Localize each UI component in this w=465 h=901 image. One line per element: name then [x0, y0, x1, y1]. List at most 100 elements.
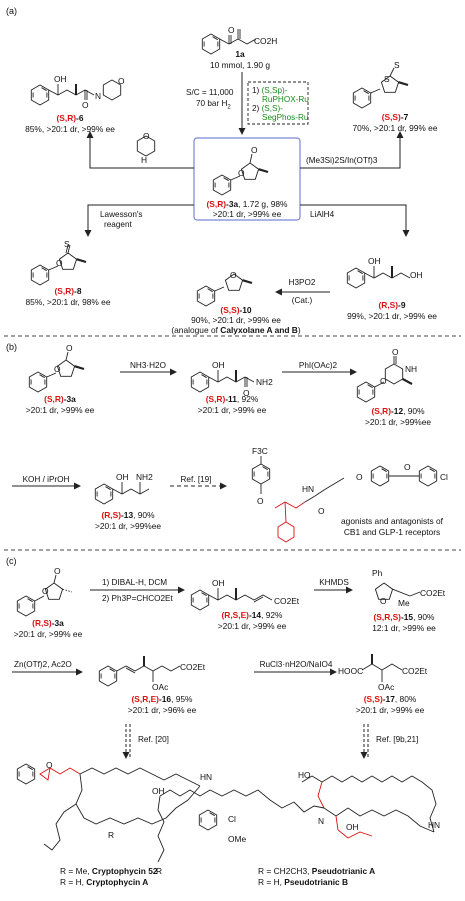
- atom-o-12: O: [380, 376, 387, 386]
- compound-13-caption: (R,S)-13, 90%: [101, 510, 155, 520]
- catalyst-2: 2) (S,S)-: [252, 104, 283, 113]
- atom-o-3a-ring: O: [238, 168, 245, 178]
- compound-1a-label: 1a: [235, 49, 245, 59]
- reagent-lawesson-2: reagent: [104, 220, 132, 229]
- atom-o-10: O: [230, 270, 237, 280]
- atom-oh-13: OH: [116, 472, 129, 482]
- atom-co2et-14: CO2Et: [274, 596, 300, 606]
- atom-oac-16: OAc: [152, 682, 169, 692]
- atom-o-target-ether: O: [356, 472, 363, 482]
- compound-16-caption: (S,R,E)-16, 95%: [131, 694, 193, 704]
- compound-14-caption: (R,S,E)-14, 92%: [221, 610, 283, 620]
- reagent-h3po2-cat: (Cat.): [291, 296, 313, 305]
- compound-8-structure: [30, 244, 87, 286]
- compound-3a-caption: (S,R)-3a, 1.72 g, 98%: [206, 199, 288, 209]
- atom-ph-15: Ph: [372, 568, 383, 578]
- atom-o-3a-b-carbonyl: O: [66, 343, 73, 353]
- atom-r-crypto: R: [108, 830, 115, 840]
- atom-o-3a-carbonyl: O: [251, 145, 258, 155]
- compound-10-yield: 90%, >20:1 dr, >99% ee: [191, 315, 281, 325]
- compound-6-structure: [30, 79, 122, 106]
- section-label-a: (a): [6, 6, 17, 16]
- atom-nh-morpholine: H: [141, 155, 148, 165]
- target-cb1-structure: [251, 456, 438, 543]
- center-product-box: [193, 137, 301, 221]
- atom-nh-12: NH: [405, 364, 418, 374]
- atom-nh-pseudo-left: N: [318, 816, 325, 826]
- atom-oh-pseudo-chain: OH: [152, 786, 165, 796]
- compound-16-structure: [98, 656, 181, 687]
- compound-3a-ratio: >20:1 dr, >99% ee: [212, 209, 282, 219]
- compound-3a-b-caption: (S,R)-3a: [44, 394, 76, 404]
- compound-8-caption: (S,R)-8: [54, 286, 82, 296]
- reagent-h3po2: H3PO2: [288, 278, 316, 287]
- atom-nh2-13: NH2: [136, 472, 153, 482]
- compound-15-structure: [374, 582, 421, 600]
- atom-oh-6: OH: [54, 74, 67, 84]
- compound-14-ratio: >20:1 dr, >99% ee: [217, 621, 287, 631]
- compound-6-yield: 85%, >20:1 dr, >99% ee: [25, 124, 115, 134]
- target-desc-2: CB1 and GLP-1 receptors: [343, 527, 441, 537]
- compound-15-ratio: 12:1 dr, >99% ee: [372, 623, 436, 633]
- compound-1a-structure: [201, 29, 257, 55]
- compound-3a-c-ratio: >20:1 dr, >99% ee: [13, 629, 83, 639]
- catalyst-2-name: SegPhos-Ru: [262, 113, 309, 122]
- compound-12-ratio: >20:1 dr, >99%ee: [364, 417, 432, 427]
- arrow-to-7: [300, 131, 404, 169]
- reagent-rucl3: RuCl3·nH2O/NaIO4: [259, 660, 333, 669]
- compound-11-ratio: >20:1 dr, >99% ee: [197, 405, 267, 415]
- calyxolane-note: (analogue of Calyxolane A and B): [171, 325, 301, 335]
- compound-3a-c-caption: (R,S)-3a: [32, 618, 64, 628]
- compound-16-ratio: >20:1 dr, >96% ee: [127, 705, 197, 715]
- arrow-to-8: [84, 204, 194, 237]
- compound-3a-b-structure: [28, 351, 85, 393]
- arrow-17-to-pseudotrianic: [360, 724, 369, 759]
- compound-17-ratio: >20:1 dr, >99% ee: [355, 705, 425, 715]
- reagent-wittig: 2) Ph3P=CHCO2Et: [102, 594, 173, 603]
- compound-13-ratio: >20:1 dr, >99%ee: [94, 521, 162, 531]
- arrow-16-to-cryptophycin: [122, 724, 131, 759]
- compound-11-caption: (S,R)-11, 92%: [205, 394, 259, 404]
- pseudotrianic-a-label: R = CH2CH3, Pseudotrianic A: [258, 866, 376, 876]
- compound-12-caption: (S,R)-12, 90%: [371, 406, 425, 416]
- atom-o-epoxide: O: [46, 760, 53, 770]
- section-label-b: (b): [6, 342, 17, 352]
- target-desc-1: agonists and antagonists of: [341, 516, 443, 526]
- atom-co2et-15: CO2Et: [420, 588, 446, 598]
- compound-9-caption: (R,S)-9: [378, 300, 406, 310]
- h2-pressure: 70 bar H2: [196, 99, 231, 111]
- atom-co2et-16: CO2Et: [180, 662, 206, 672]
- atom-s-8: S: [64, 239, 70, 249]
- reagent-dibal: 1) DIBAL-H, DCM: [102, 578, 168, 587]
- atom-o-target-amide: O: [318, 506, 325, 516]
- atom-cf3: F3C: [252, 446, 268, 456]
- compound-10-caption: (S,S)-10: [220, 305, 252, 315]
- cryptophycin-52-label: R = Me, Cryptophycin 52: [60, 866, 158, 876]
- atom-o-11: O: [243, 388, 250, 398]
- atom-hn-target: HN: [302, 484, 315, 494]
- compound-10-structure: [196, 273, 253, 307]
- ref-20: Ref. [20]: [138, 735, 169, 744]
- compound-17-caption: (S,S)-17, 80%: [363, 694, 417, 704]
- compound-11-structure: [190, 370, 255, 393]
- atom-o-morph-6: O: [118, 76, 125, 86]
- compound-9-yield: 99%, >20:1 dr, >99% ee: [347, 311, 437, 321]
- atom-o-morpholine: O: [143, 131, 150, 141]
- reagent-koh: KOH / iPrOH: [22, 475, 70, 484]
- compound-15-caption: (S,R,S)-15, 90%: [373, 612, 435, 622]
- compound-8-yield: 85%, >20:1 dr, 98% ee: [25, 297, 111, 307]
- atom-o-target: O: [257, 496, 264, 506]
- atom-oh-14: OH: [212, 578, 225, 588]
- atom-cl-target: Cl: [440, 472, 448, 482]
- atom-o-target-ketone: O: [404, 462, 411, 472]
- ref-19: Ref. [19]: [180, 475, 212, 484]
- reagent-nh3: NH3·H2O: [130, 361, 166, 370]
- compound-3a-b-ratio: >20:1 dr, >99% ee: [25, 405, 95, 415]
- compound-17-structure: [361, 654, 403, 682]
- arrow-to-6: [86, 131, 194, 169]
- compound-7-caption: (S,S)-7: [381, 112, 409, 122]
- atom-o-12-carbonyl: O: [392, 347, 399, 357]
- compound-13-structure: [94, 482, 150, 505]
- atom-o-3a-c-carbonyl: O: [54, 566, 61, 576]
